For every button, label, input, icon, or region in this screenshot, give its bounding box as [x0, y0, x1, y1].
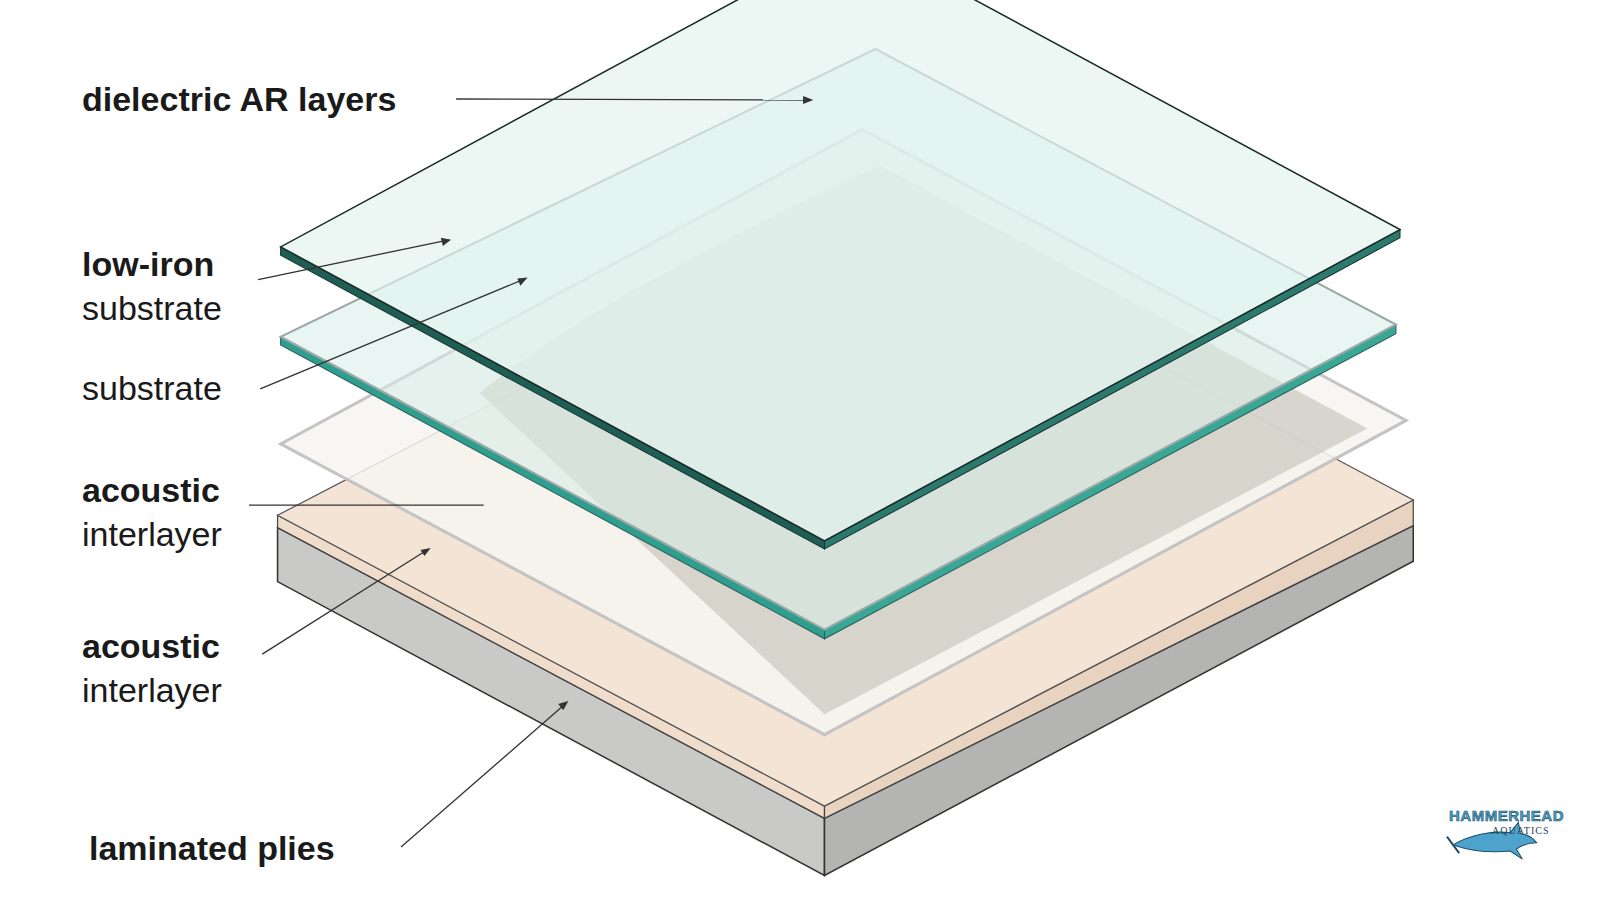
layer-label: acoustic interlayer [82, 468, 287, 556]
leader-line [258, 240, 449, 280]
layer-label: low-iron substrate [82, 242, 287, 330]
layer-label: laminated plies [89, 826, 335, 870]
leader-line [260, 279, 525, 389]
layer-label: dielectric AR layers [82, 77, 396, 121]
leader-lines [249, 99, 811, 847]
layer-label: acoustic interlayer [82, 624, 287, 712]
watermark-text: HAMMERHEAD [1449, 808, 1564, 824]
leader-line [456, 99, 811, 100]
leader-line [262, 549, 428, 654]
leader-line [401, 703, 566, 847]
leader-arrowheads [420, 96, 813, 710]
low-iron-glass [281, 0, 1400, 549]
watermark-text: AQUATICS [1492, 825, 1549, 836]
leader-line [249, 504, 484, 505]
layer-label: substrate [82, 366, 222, 410]
